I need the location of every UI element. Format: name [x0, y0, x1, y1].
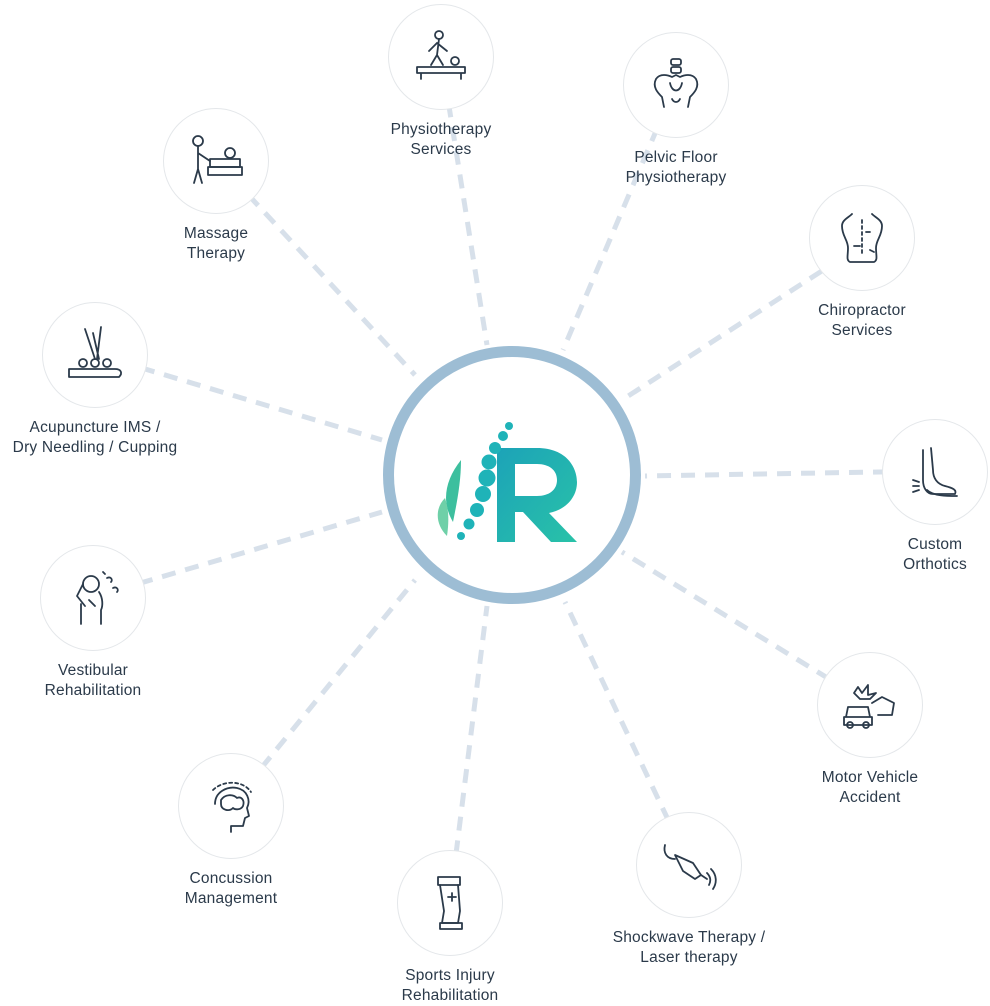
service-icon-circle[interactable] — [636, 812, 742, 918]
service-icon-circle[interactable] — [178, 753, 284, 859]
service-label-line: Services — [831, 322, 893, 339]
service-label-line: Chiropractor — [818, 302, 906, 319]
service-label-line: Rehabilitation — [44, 682, 142, 699]
service-label-line: Sports Injury — [405, 967, 495, 984]
service-label-line: Dry Needling / Cupping — [12, 439, 178, 456]
brain-head-icon — [212, 781, 252, 833]
service-label-line: Shockwave Therapy / — [612, 929, 766, 946]
r-spine-leaf-logo-icon — [437, 422, 577, 542]
leg-brace-icon — [437, 876, 463, 930]
dizzy-person-icon — [76, 571, 119, 625]
service-label-line: Management — [184, 890, 278, 907]
service-label-line: Therapy — [186, 245, 246, 262]
acupuncture-needles-icon — [68, 326, 122, 378]
massage-therapist-icon — [192, 135, 243, 184]
service-label-line: Rehabilitation — [401, 987, 499, 1004]
service-icon-circle[interactable] — [809, 185, 915, 291]
service-label-line: Custom — [907, 536, 963, 553]
service-label-line: Massage — [183, 225, 249, 242]
car-crash-icon — [843, 684, 895, 729]
service-icon-circle[interactable] — [40, 545, 146, 651]
service-label-line: Vestibular — [57, 662, 129, 679]
service-label-line: Laser therapy — [640, 949, 738, 966]
service-icon-circle[interactable] — [397, 850, 503, 956]
spine-back-icon — [841, 213, 883, 263]
physiotherapist-treating-patient-icon — [416, 30, 466, 80]
service-label-line: Physiotherapy — [625, 169, 727, 186]
service-icon-circle[interactable] — [817, 652, 923, 758]
service-icon-circle[interactable] — [882, 419, 988, 525]
service-label-line: Acupuncture IMS / — [29, 419, 161, 436]
service-shockwave[interactable]: Shockwave Therapy / Laser therapy — [579, 812, 799, 968]
shockwave-device-icon — [663, 844, 717, 890]
service-icon-circle[interactable] — [42, 302, 148, 408]
service-label-line: Services — [410, 141, 472, 158]
pelvis-bone-icon — [653, 58, 699, 108]
service-icon-circle[interactable] — [388, 4, 494, 110]
service-label-line: Motor Vehicle — [821, 769, 919, 786]
service-label-line: Concussion — [189, 870, 273, 887]
service-label-line: Pelvic Floor — [634, 149, 718, 166]
service-label-line: Accident — [839, 789, 901, 806]
service-icon-circle[interactable] — [623, 32, 729, 138]
foot-insole-icon — [912, 447, 958, 497]
service-label-line: Physiotherapy — [390, 121, 492, 138]
service-icon-circle[interactable] — [163, 108, 269, 214]
service-acupuncture[interactable]: Acupuncture IMS / Dry Needling / Cupping — [0, 302, 205, 458]
service-label-line: Orthotics — [903, 556, 967, 573]
center-logo-ring — [383, 346, 641, 604]
